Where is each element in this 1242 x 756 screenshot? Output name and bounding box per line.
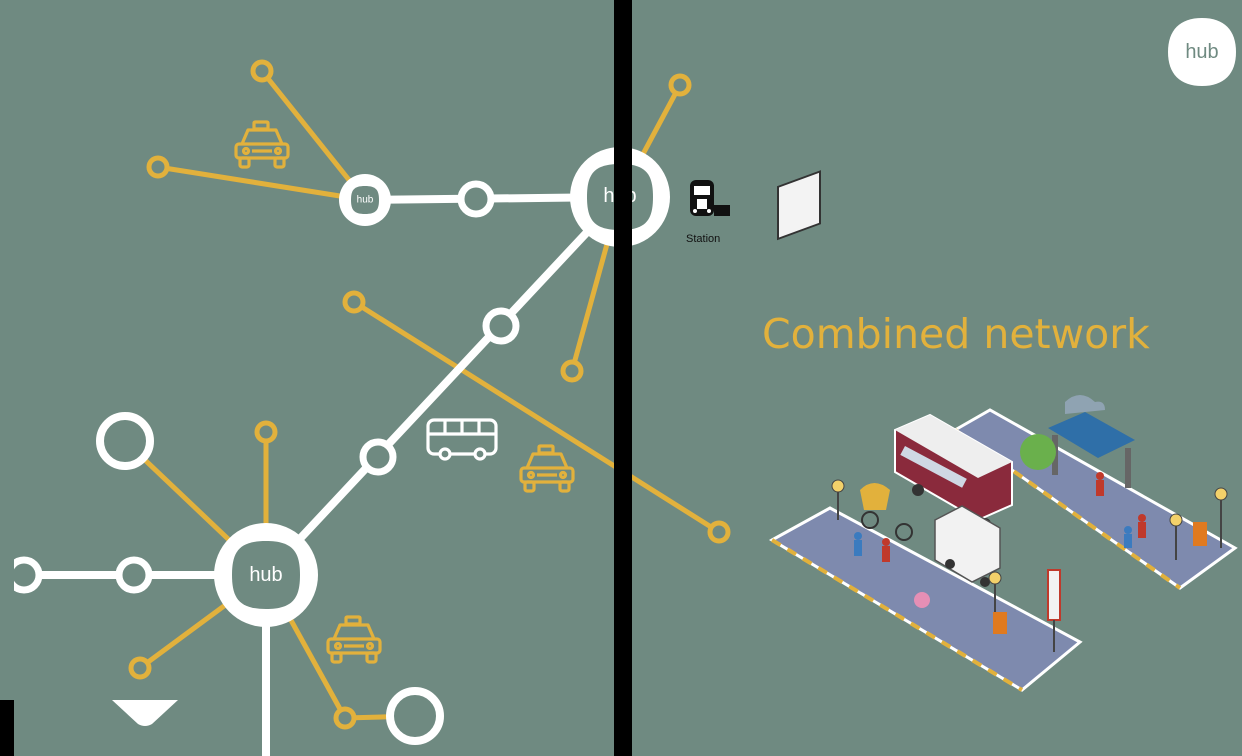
feeder-stop <box>333 706 357 730</box>
feeder-line <box>259 68 368 203</box>
taxi-icon <box>234 120 290 169</box>
feeder-stop <box>254 420 278 444</box>
triangle-marker <box>112 700 178 726</box>
trunk-stop <box>359 438 397 476</box>
taxi-icon <box>519 444 575 493</box>
left-edge <box>0 0 14 700</box>
hub-large-bottom: hub <box>214 523 318 627</box>
trunk-stop <box>482 307 520 345</box>
trunk-stop <box>457 180 495 218</box>
feeder-stop <box>342 290 366 314</box>
slide-title: Combined network <box>762 310 1150 358</box>
feeder-stop <box>668 73 692 97</box>
trunk-line <box>262 193 624 579</box>
feeder-line <box>351 299 722 535</box>
station-label: Station <box>686 233 721 245</box>
hub-small: hub <box>339 174 391 226</box>
trunk-stop-large <box>386 687 444 745</box>
feeder-stop <box>560 359 584 383</box>
feeder-stop <box>707 520 731 544</box>
feeder-stop <box>128 656 152 680</box>
trunk-stop-large <box>96 412 154 470</box>
feeder-stop <box>250 59 274 83</box>
street-illustration <box>768 170 1238 692</box>
feeder-stop <box>146 155 170 179</box>
center-divider <box>614 0 632 756</box>
bus-icon <box>426 418 498 461</box>
taxi-icon <box>326 615 382 664</box>
feeder-line <box>155 164 368 203</box>
svg-text:hub: hub <box>357 195 374 206</box>
svg-text:hub: hub <box>249 564 282 586</box>
train-icon <box>690 180 730 216</box>
hub-logo: hub <box>1168 18 1236 86</box>
trunk-stop <box>115 556 153 594</box>
left-edge-black <box>0 700 14 756</box>
logo-text: hub <box>1185 41 1218 63</box>
